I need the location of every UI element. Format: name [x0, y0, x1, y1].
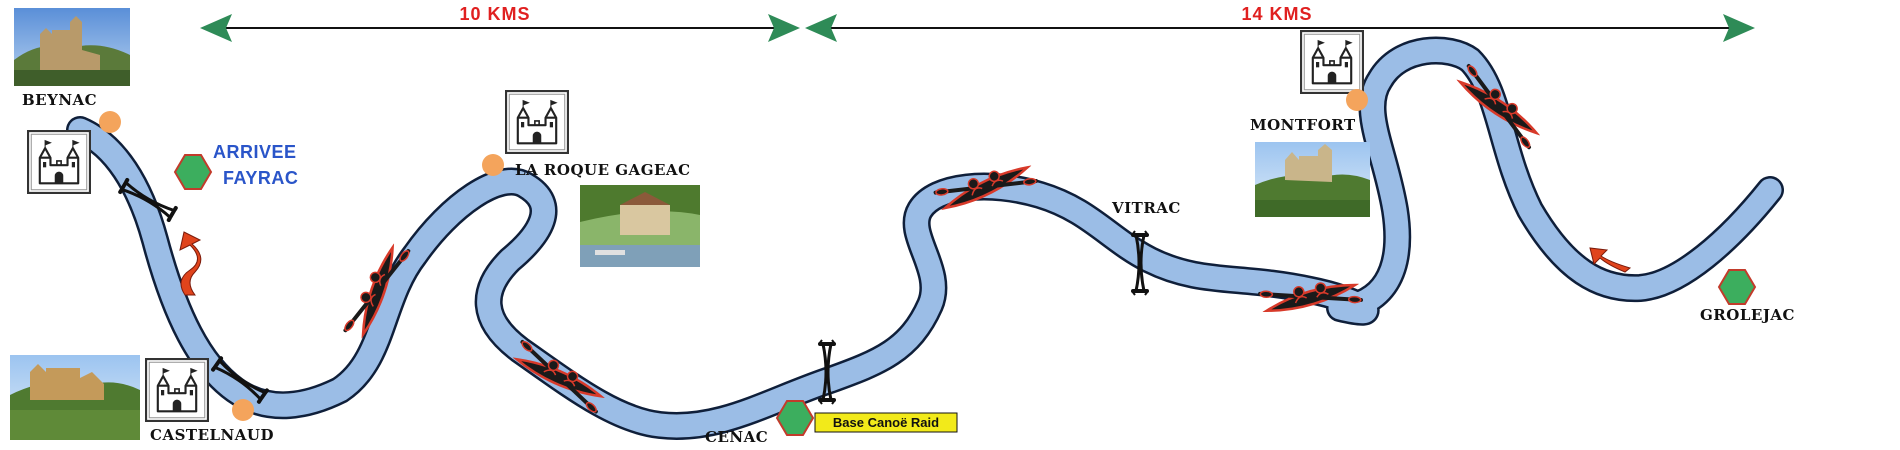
photo-castelnaud: [10, 355, 140, 440]
current-arrow-icon-1: [179, 231, 202, 296]
place-label-grolejac: GROLEJAC: [1700, 306, 1795, 324]
place-label-beynac: BEYNAC: [22, 91, 97, 109]
arrivee-label-line2: FAYRAC: [223, 168, 298, 188]
distance-arrow-second: [805, 14, 1755, 42]
castle-icon-montfort: [1300, 30, 1364, 94]
base-canoe-raid-badge: Base Canoë Raid: [814, 412, 958, 433]
photo-la-roque-gageac: [580, 185, 700, 267]
distance-arrow-first: [200, 14, 800, 42]
arrivee-label-line1: ARRIVEE: [213, 142, 297, 162]
castle-icon-castelnaud: [145, 358, 209, 422]
castle-icon-beynac: [27, 130, 91, 194]
photo-montfort: [1255, 142, 1370, 217]
current-arrow-icon-2: [1589, 247, 1632, 273]
town-marker-castelnaud: [232, 399, 254, 421]
distance-label-second: 14 KMS: [1241, 4, 1312, 24]
place-label-vitrac: VITRAC: [1111, 199, 1181, 217]
town-marker-beynac: [99, 111, 121, 133]
place-label-montfort: MONTFORT: [1250, 116, 1356, 134]
hexagon-marker-icon-grolejac: [1718, 269, 1756, 305]
photo-beynac: [14, 8, 130, 86]
base-canoe-raid-label: Base Canoë Raid: [833, 415, 939, 430]
town-marker-la-roque-gageac: [482, 154, 504, 176]
place-label-cenac: CENAC: [705, 428, 768, 446]
place-label-castelnaud: CASTELNAUD: [150, 426, 274, 444]
hexagon-marker-icon-arrivee: [174, 154, 212, 190]
town-marker-montfort: [1346, 89, 1368, 111]
distance-label-first: 10 KMS: [459, 4, 530, 24]
place-label-la-roque-gageac: LA ROQUE GAGEAC: [515, 161, 691, 179]
castle-icon-la-roque-gageac: [505, 90, 569, 154]
dordogne-river: [66, 36, 1784, 440]
